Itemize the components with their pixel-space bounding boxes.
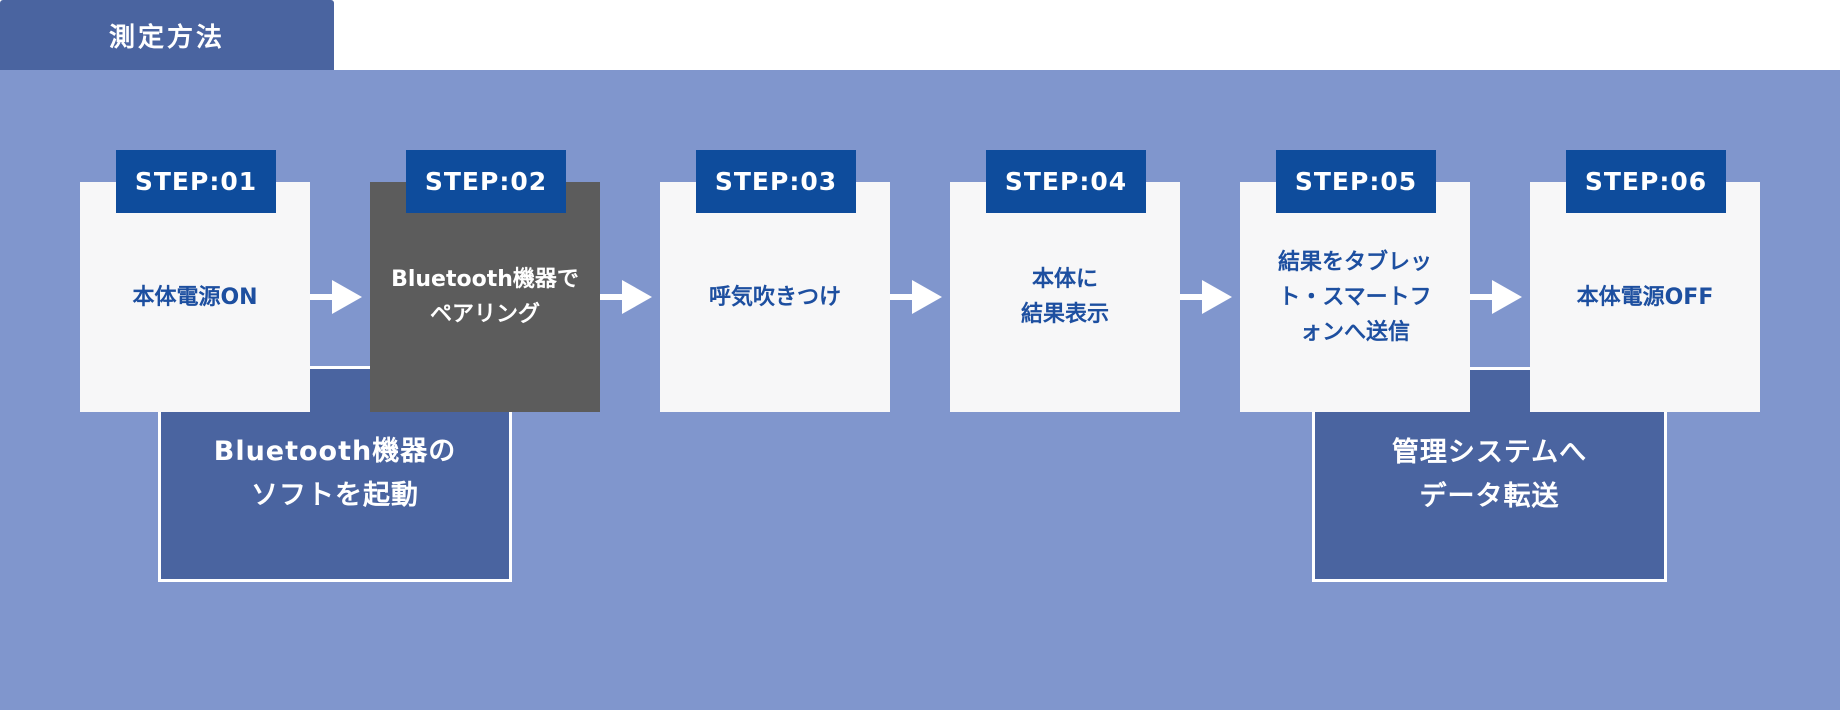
side-box-text: Bluetooth機器の ソフトを起動 — [213, 436, 457, 511]
step-label-text: STEP:05 — [1294, 167, 1418, 196]
step-label-06: STEP:06 — [1566, 150, 1726, 213]
header-tab: 測定方法 — [0, 0, 334, 70]
step-box-03: 呼気吹きつけ — [660, 182, 890, 412]
step-label-02: STEP:02 — [406, 150, 566, 213]
step-box-02: Bluetooth機器で ペアリング — [370, 182, 600, 412]
step-text: 本体電源OFF — [1576, 284, 1714, 310]
side-box-text: 管理システムへ データ転送 — [1391, 436, 1588, 512]
step-text: 結果をタブレッ ト・スマートフ ォンへ送信 — [1277, 249, 1432, 345]
arrow-right-icon — [1180, 280, 1232, 314]
step-text: 呼気吹きつけ — [708, 284, 841, 310]
step-text: Bluetooth機器で ペアリング — [391, 267, 579, 327]
step-label-text: STEP:01 — [134, 167, 258, 196]
arrow-right-icon — [600, 280, 652, 314]
header-title: 測定方法 — [108, 22, 225, 53]
step-box-05: 結果をタブレッ ト・スマートフ ォンへ送信 — [1240, 182, 1470, 412]
arrow-right-icon — [890, 280, 942, 314]
step-label-03: STEP:03 — [696, 150, 856, 213]
step-label-text: STEP:02 — [424, 167, 548, 196]
step-text: 本体に 結果表示 — [1020, 267, 1109, 327]
arrow-right-icon — [310, 280, 362, 314]
arrow-right-icon — [1470, 280, 1522, 314]
step-label-01: STEP:01 — [116, 150, 276, 213]
step-box-04: 本体に 結果表示 — [950, 182, 1180, 412]
step-label-text: STEP:04 — [1004, 167, 1128, 196]
step-box-01: 本体電源ON — [80, 182, 310, 412]
step-label-05: STEP:05 — [1276, 150, 1436, 213]
step-label-04: STEP:04 — [986, 150, 1146, 213]
step-text: 本体電源ON — [132, 284, 258, 310]
step-label-text: STEP:06 — [1584, 167, 1708, 196]
step-label-text: STEP:03 — [714, 167, 838, 196]
step-box-06: 本体電源OFF — [1530, 182, 1760, 412]
side-box-launch-software: Bluetooth機器の ソフトを起動 — [158, 366, 512, 582]
